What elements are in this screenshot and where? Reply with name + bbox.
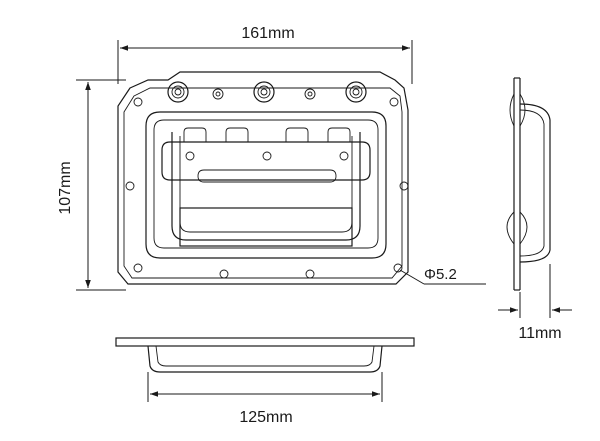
top-rivets: [167, 81, 367, 103]
hole-leader-line: [399, 269, 425, 285]
recess-outline: [145, 111, 387, 259]
front-view: Φ5.2: [117, 71, 486, 285]
height-label: 107mm: [57, 161, 74, 214]
hinge-tabs: [183, 127, 351, 142]
height-dimension: 107mm: [57, 79, 126, 291]
hole-diameter-label: Φ5.2: [424, 266, 457, 283]
hinge-bar: [161, 141, 371, 181]
depth-label: 11mm: [518, 325, 561, 342]
width-dimension: 161mm: [117, 25, 413, 84]
handle-inner: [179, 136, 353, 233]
width-label: 161mm: [241, 25, 294, 42]
plate-bumps: [212, 88, 316, 100]
handle-grip: [179, 207, 353, 247]
bottom-width-label: 125mm: [239, 409, 292, 426]
handle-outline: [171, 132, 361, 241]
plate-inner-contour: [123, 87, 403, 279]
hinge-hole: [262, 151, 272, 161]
hinge-slot: [197, 169, 337, 183]
depth-dimension: 11mm: [498, 264, 572, 342]
bottom-width-dimension: 125mm: [147, 372, 383, 426]
mounting-holes: [125, 97, 409, 279]
outer-plate-outline: [117, 71, 409, 285]
recess-inner: [153, 119, 379, 249]
hinge-hole: [185, 151, 195, 161]
bottom-view: [115, 337, 415, 373]
hinge-hole: [339, 151, 349, 161]
side-view: [506, 77, 551, 291]
